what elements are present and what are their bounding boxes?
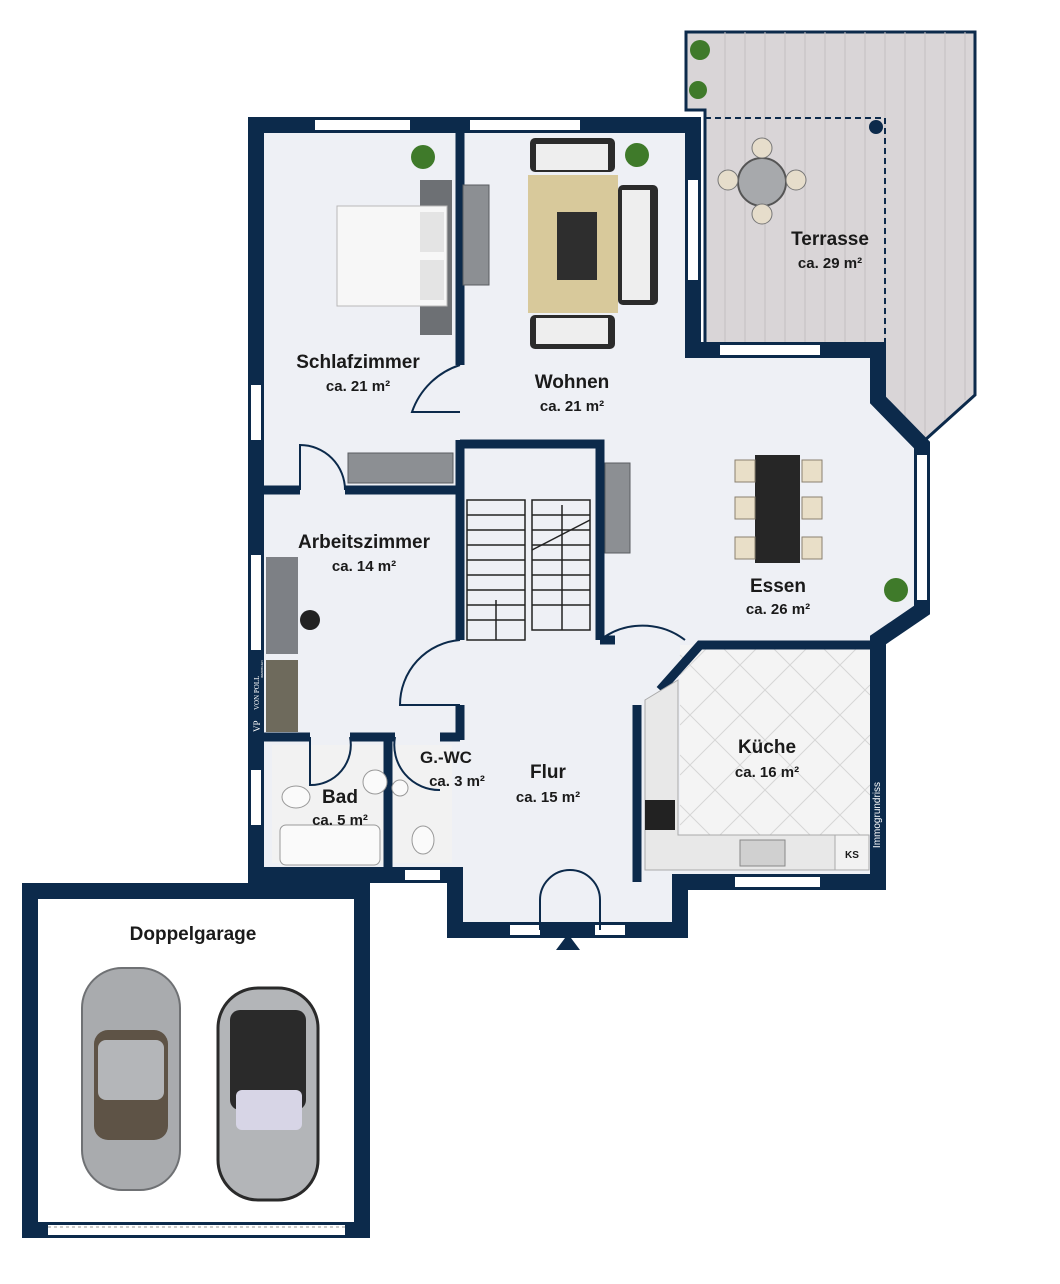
sofa-set bbox=[528, 138, 658, 349]
car-icon bbox=[81, 967, 181, 1191]
fridge bbox=[834, 834, 870, 871]
wardrobe bbox=[347, 452, 454, 484]
svg-text:IMMOBILIEN: IMMOBILIEN bbox=[260, 660, 264, 678]
kitchen-tiles bbox=[679, 644, 871, 836]
room-name: Arbeitszimmer bbox=[298, 532, 431, 553]
bathroom-fixtures bbox=[279, 769, 435, 866]
plant-icon bbox=[689, 40, 710, 99]
stairs bbox=[466, 499, 591, 641]
room-area: ca. 14 m² bbox=[332, 558, 396, 575]
room-area: ca. 5 m² bbox=[312, 812, 368, 829]
svg-text:VON POLL: VON POLL bbox=[253, 676, 261, 710]
room-area: ca. 3 m² bbox=[429, 773, 485, 790]
bed bbox=[336, 180, 452, 335]
sink-icon bbox=[739, 839, 786, 867]
svg-text:VP: VP bbox=[252, 720, 262, 732]
room-name: Schlafzimmer bbox=[296, 352, 420, 373]
windows bbox=[251, 120, 927, 935]
room-name: Küche bbox=[738, 737, 796, 758]
entrance-arrow-icon bbox=[556, 934, 580, 950]
bookshelf bbox=[266, 660, 298, 732]
room-name: Wohnen bbox=[535, 372, 610, 393]
garage bbox=[22, 883, 370, 1238]
room-area: ca. 21 m² bbox=[540, 398, 604, 415]
kitchen-counter: KS bbox=[644, 679, 870, 871]
logo: VP VON POLL IMMOBILIEN bbox=[249, 660, 264, 735]
room-name: Essen bbox=[750, 576, 806, 597]
cooktop-icon bbox=[645, 800, 675, 830]
doors bbox=[299, 364, 686, 930]
terrace-table bbox=[717, 137, 807, 225]
downpipe-icon bbox=[869, 120, 883, 134]
room-name: Terrasse bbox=[791, 229, 869, 250]
room-labels: Schlafzimmer ca. 21 m² Wohnen ca. 21 m² … bbox=[130, 229, 869, 945]
tv-sideboard bbox=[462, 184, 490, 286]
room-area: ca. 16 m² bbox=[735, 764, 799, 781]
interior-walls bbox=[256, 125, 880, 882]
room-area: ca. 26 m² bbox=[746, 601, 810, 618]
fridge-label: KS bbox=[845, 850, 859, 861]
room-area: ca. 15 m² bbox=[516, 789, 580, 806]
room-name: Flur bbox=[530, 762, 566, 783]
room-name: Doppelgarage bbox=[130, 924, 257, 945]
room-name: G.-WC bbox=[420, 748, 472, 767]
room-area: ca. 21 m² bbox=[326, 378, 390, 395]
dining-sideboard bbox=[604, 462, 631, 554]
desk bbox=[266, 557, 320, 654]
terrace bbox=[684, 30, 977, 443]
dining-table bbox=[734, 455, 823, 563]
car-icon bbox=[216, 986, 320, 1202]
room-name: Bad bbox=[322, 787, 358, 808]
plant-icon bbox=[411, 143, 908, 602]
watermark: Immogrundriss bbox=[872, 782, 883, 848]
kitchen-floor bbox=[680, 645, 870, 835]
room-area: ca. 29 m² bbox=[798, 255, 862, 272]
